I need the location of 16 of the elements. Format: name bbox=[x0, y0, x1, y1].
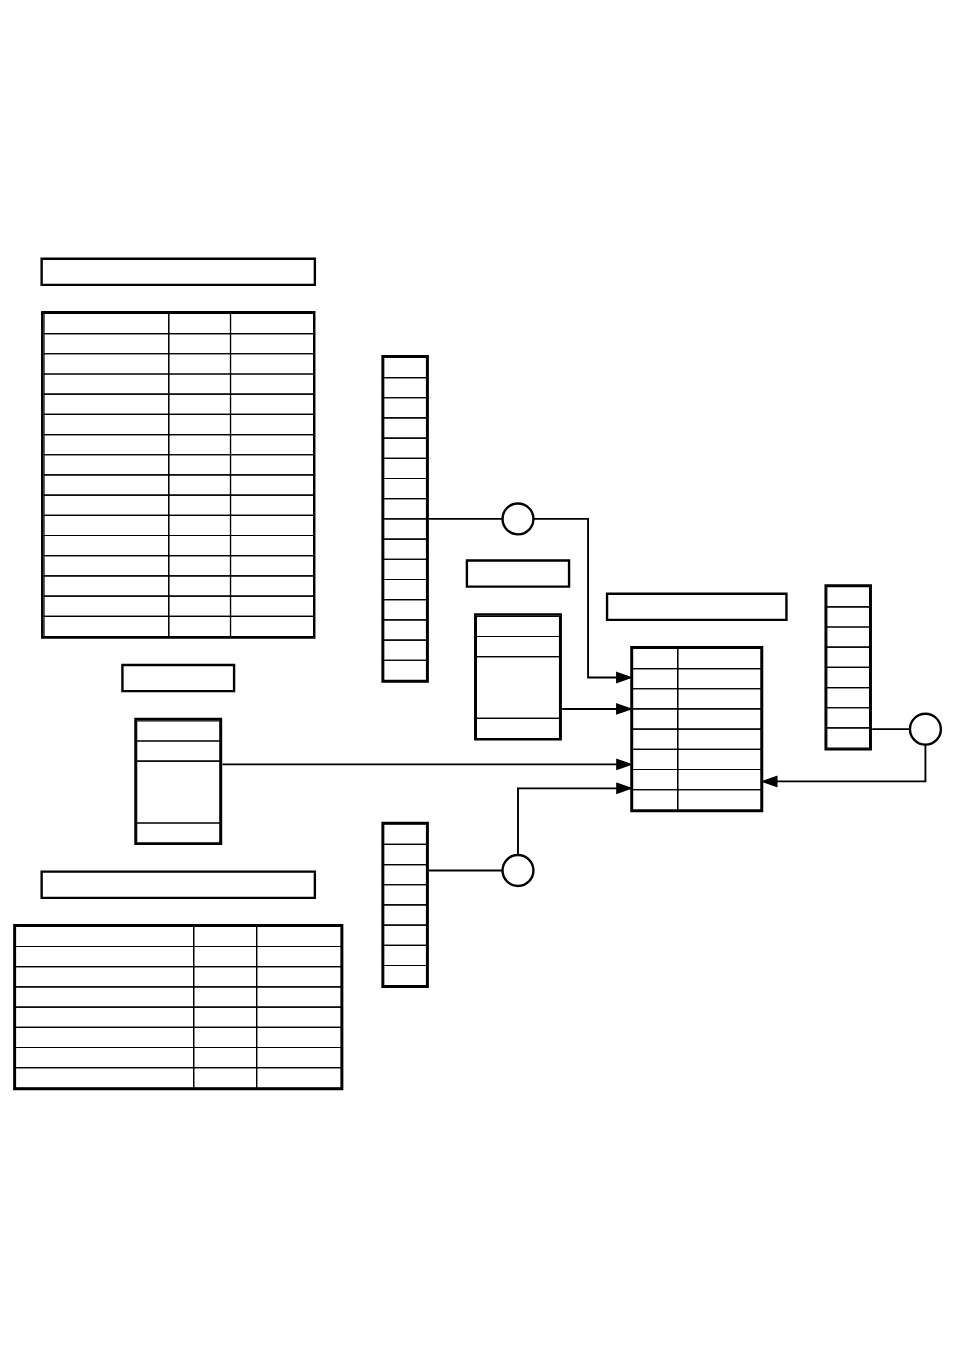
arrow bbox=[532, 517, 633, 684]
arrow bbox=[221, 758, 634, 771]
arrow bbox=[760, 744, 927, 788]
arrow bbox=[561, 703, 633, 715]
arrow bbox=[517, 782, 634, 856]
node-circle bbox=[908, 712, 943, 746]
node-circle bbox=[501, 853, 535, 888]
connector bbox=[871, 728, 911, 731]
connector bbox=[428, 517, 504, 520]
node-box bbox=[121, 663, 236, 693]
node-box bbox=[40, 257, 317, 287]
connector bbox=[428, 869, 504, 872]
node-box bbox=[40, 870, 317, 899]
node-circle bbox=[501, 502, 535, 536]
node-box bbox=[605, 592, 788, 622]
node-box bbox=[465, 559, 571, 588]
